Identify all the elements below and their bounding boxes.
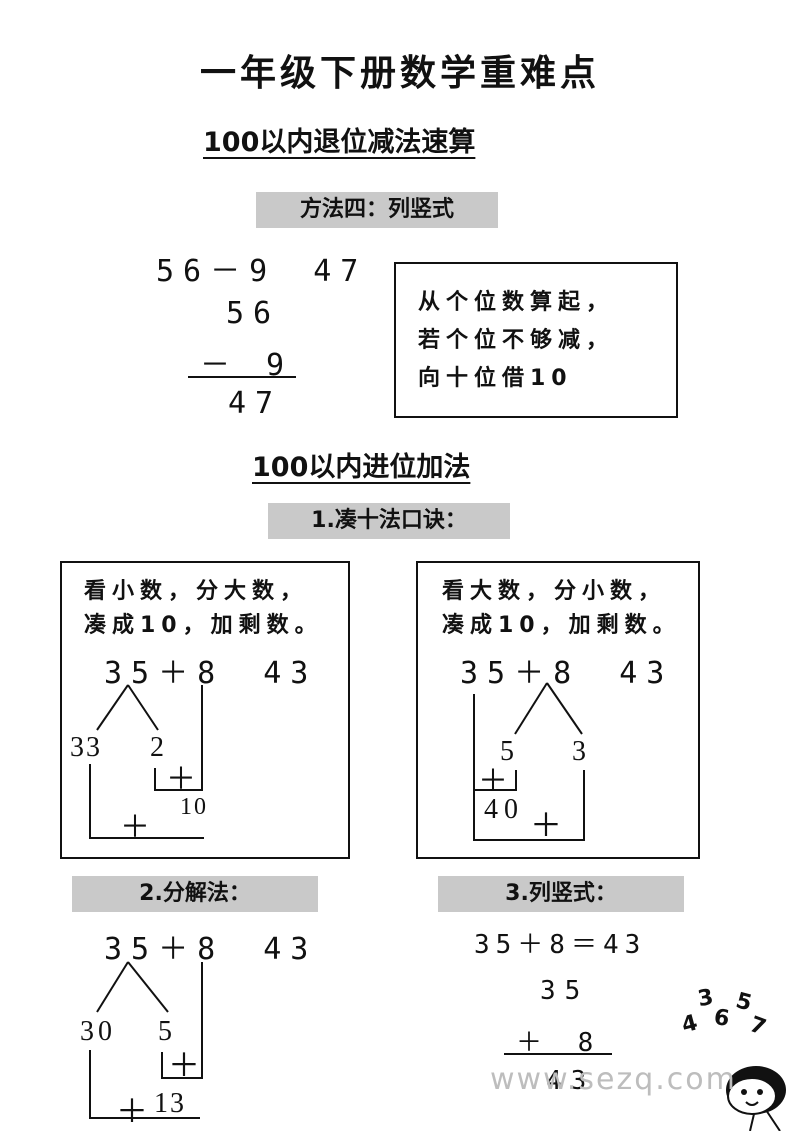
left-ten: 10	[180, 794, 208, 820]
vertical-add-result: 43	[546, 1066, 596, 1096]
method-four-label: 方法四：列竖式	[256, 192, 498, 228]
make-ten-box-right: 看大数，分小数， 凑成10，加剩数。	[416, 561, 700, 859]
decomp-split-30: 30	[80, 1016, 116, 1047]
left-branch-right	[127, 684, 159, 731]
equation-left: 56－9	[156, 254, 277, 289]
left-equation-result: 43	[263, 656, 318, 691]
left-split-2: 2	[150, 732, 173, 763]
right-equation-result: 43	[619, 656, 674, 691]
decomp-branch-left	[96, 961, 129, 1013]
left-plus-small: ＋	[166, 762, 196, 797]
left-bottom-bracket	[89, 764, 204, 839]
method-three-label: 3.列竖式：	[438, 876, 684, 912]
vertical-add-top: 35	[540, 976, 590, 1006]
section-heading-addition: 100以内进位加法	[252, 452, 471, 483]
decomp-plus-bottom: ＋	[116, 1092, 149, 1130]
tip-line-3: 向十位借10	[418, 366, 573, 391]
vertical-rule	[188, 376, 296, 378]
vertical-add-rule	[504, 1053, 612, 1055]
right-split-3: 3	[572, 736, 595, 767]
right-rule-text: 看大数，分小数， 凑成10，加剩数。	[442, 575, 681, 643]
right-rule-line-1: 看大数，分小数，	[442, 579, 667, 604]
left-equation: 35＋8 43	[104, 648, 317, 692]
right-split-5: 5	[500, 736, 523, 767]
method-two-label: 2.分解法：	[72, 876, 318, 912]
tip-line-2: 若个位不够减，	[418, 328, 615, 353]
right-branch-right	[546, 682, 583, 735]
left-rule-line-1: 看小数，分大数，	[84, 579, 309, 604]
decomp-split-5: 5	[158, 1016, 181, 1047]
make-ten-box-left: 看小数，分大数， 凑成10，加剩数。	[60, 561, 350, 859]
right-plus-small: ＋	[478, 764, 508, 799]
decomp-thirteen: 13	[154, 1088, 186, 1119]
tip-line-1: 从个位数算起，	[418, 290, 615, 315]
cartoon-face-icon	[726, 1066, 786, 1131]
watermark: www.sezq.com	[490, 1062, 737, 1097]
right-equation: 35＋8 43	[460, 648, 673, 692]
subtraction-equation: 56－9 47	[156, 246, 367, 290]
left-split-33: 33	[70, 732, 102, 763]
cartoon-decoration: 3 6 5 4 7	[679, 985, 790, 1131]
left-rule-text: 看小数，分大数， 凑成10，加剩数。	[84, 575, 323, 643]
right-rule-line-2: 凑成10，加剩数。	[442, 613, 681, 638]
left-rule-line-2: 凑成10，加剩数。	[84, 613, 323, 638]
left-plus-bottom: ＋	[120, 810, 150, 845]
decomp-bottom-bracket	[89, 1050, 200, 1119]
vertical-equation: 35＋8＝43	[474, 930, 647, 960]
left-small-bracket	[154, 685, 203, 791]
method-one-label: 1.凑十法口诀：	[268, 503, 510, 539]
vertical-top: 56	[226, 296, 281, 331]
right-small-bracket	[473, 694, 517, 791]
right-forty: 40	[484, 794, 524, 825]
decomp-small-bracket	[161, 962, 203, 1079]
right-plus-bottom: ＋	[530, 806, 563, 844]
right-branch-left	[514, 682, 548, 735]
page-title: 一年级下册数学重难点	[199, 53, 600, 94]
decomp-equation-expr: 35＋8	[104, 932, 225, 967]
equation-result: 47	[313, 254, 368, 289]
vertical-result: 47	[228, 386, 283, 421]
decomp-equation: 35＋8 43	[104, 924, 317, 968]
tip-text: 从个位数算起， 若个位不够减， 向十位借10	[418, 284, 614, 398]
decomp-equation-result: 43	[263, 932, 318, 967]
left-branch-left	[96, 684, 129, 731]
right-bottom-bracket	[473, 770, 585, 841]
left-equation-expr: 35＋8	[104, 656, 225, 691]
decomp-branch-right	[127, 961, 169, 1013]
section-heading-subtraction: 100以内退位减法速算	[203, 127, 476, 158]
tip-box: 从个位数算起， 若个位不够减， 向十位借10	[394, 262, 678, 418]
right-equation-expr: 35＋8	[460, 656, 581, 691]
